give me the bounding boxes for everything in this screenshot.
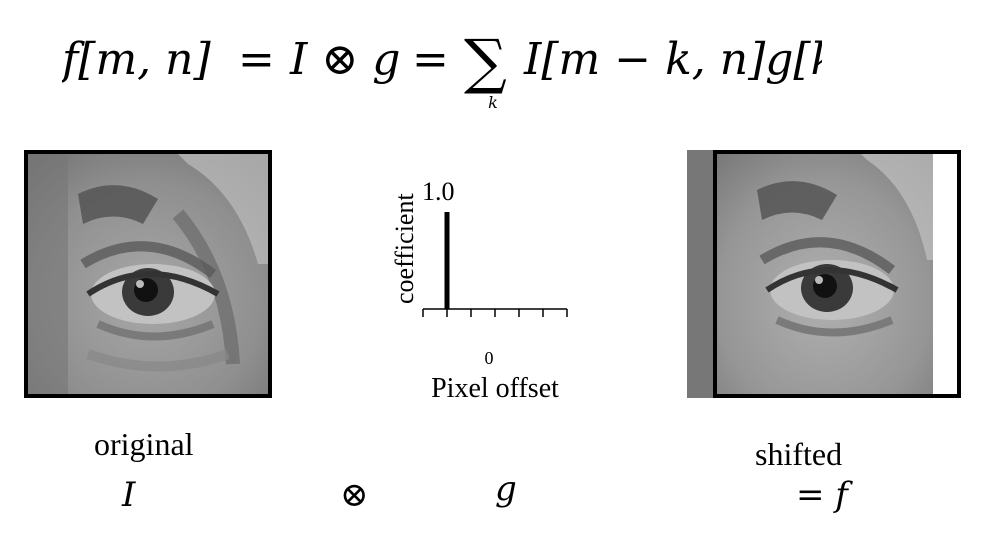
summation-symbol: ∑ [464,27,507,97]
summation-index: k [488,93,498,112]
shifted-label: shifted [755,436,843,472]
shifted-symbol: = f [796,475,848,515]
equation-convolution: I ⊗ g [289,34,400,85]
equation-equals-2: = [412,34,449,85]
original-label: original [94,426,194,462]
convolution-symbol: ⊗ [340,475,369,515]
chart-x-axis-label: Pixel offset [431,373,559,404]
original-eye-image [28,154,268,394]
chart-y-axis-label: coefficient [390,193,419,304]
chart-x-ticks [422,309,568,317]
chart-x-tick-label: 0 [485,348,494,368]
equation: f[m, n] = I ⊗ g = ∑ k I[m − k, n]g[k] [59,22,855,112]
equation-lhs: f[m, n] [62,34,211,85]
original-symbol: I [122,475,136,515]
kernel-symbol: g [495,469,517,509]
shifted-image-panel [687,150,961,398]
shifted-image-frame [713,150,961,398]
equation-rhs: I[m − k, n]g[k] [523,34,822,85]
original-image-panel [24,150,272,398]
kernel-chart: coefficient 1.0 0 Pixel offset [390,177,568,404]
chart-y-value-label: 1.0 [422,177,455,206]
equation-equals-1: = [238,34,275,85]
equation-svg: f[m, n] = I ⊗ g = ∑ k I[m − k, n]g[k] [59,27,855,112]
shifted-eye-image [687,150,961,398]
